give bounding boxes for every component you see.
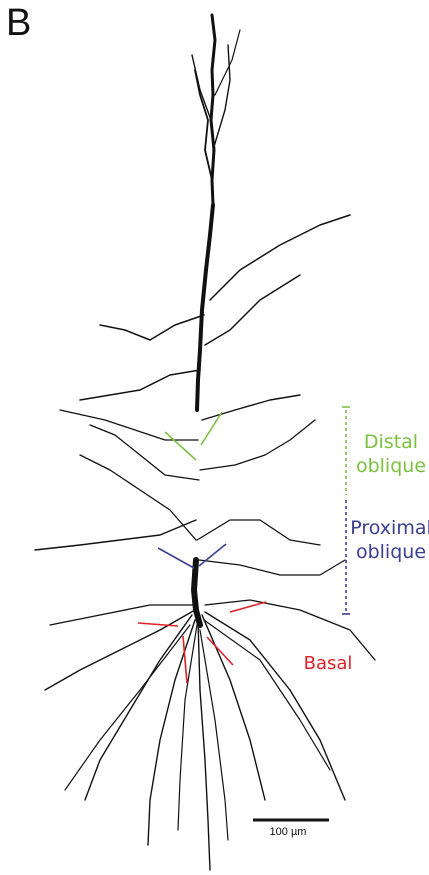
basal-marker-3 xyxy=(207,637,233,665)
soma xyxy=(194,560,200,625)
oblique-distal-right xyxy=(202,395,300,420)
oblique-proximal-left xyxy=(35,520,196,550)
basal-10 xyxy=(200,630,228,840)
apical-trunk-branch xyxy=(195,70,212,180)
basal-6 xyxy=(205,612,345,800)
oblique-mid-left xyxy=(80,370,200,400)
basal-12 xyxy=(204,620,330,770)
basal-marker-4 xyxy=(230,602,266,612)
panel-letter: B xyxy=(6,4,31,42)
proximal-oblique-label: Proximal oblique xyxy=(348,516,429,564)
scale-bar-label: 100 µm xyxy=(248,826,328,838)
distal-oblique-label: Distal oblique xyxy=(348,430,429,478)
apical-trunk xyxy=(197,205,213,410)
distal-oblique-marker-left xyxy=(165,432,196,460)
oblique-proximal-right xyxy=(197,520,320,545)
basal-marker-2 xyxy=(183,636,187,683)
basal-label: Basal xyxy=(298,652,358,676)
proximal-label-line-1: Proximal xyxy=(348,516,429,540)
oblique-right-2 xyxy=(200,420,315,470)
oblique-mid-right xyxy=(205,275,300,345)
proximal-oblique-marker-left xyxy=(158,548,194,568)
basal-11 xyxy=(178,625,197,830)
basal-7 xyxy=(205,600,375,660)
basal-3 xyxy=(148,620,195,845)
oblique-upper-left xyxy=(100,315,204,340)
oblique-mid-left-2 xyxy=(60,410,198,440)
apical-tuft-right-2 xyxy=(215,30,240,95)
oblique-proximal-right-2 xyxy=(199,560,345,575)
distal-label-line-1: Distal xyxy=(348,430,429,454)
apical-tuft-left xyxy=(192,55,211,120)
basal-9 xyxy=(65,625,190,790)
proximal-label-line-2: oblique xyxy=(348,540,429,564)
apical-tuft-right xyxy=(213,45,230,150)
basal-8 xyxy=(50,605,193,625)
distal-label-line-2: oblique xyxy=(348,454,429,478)
